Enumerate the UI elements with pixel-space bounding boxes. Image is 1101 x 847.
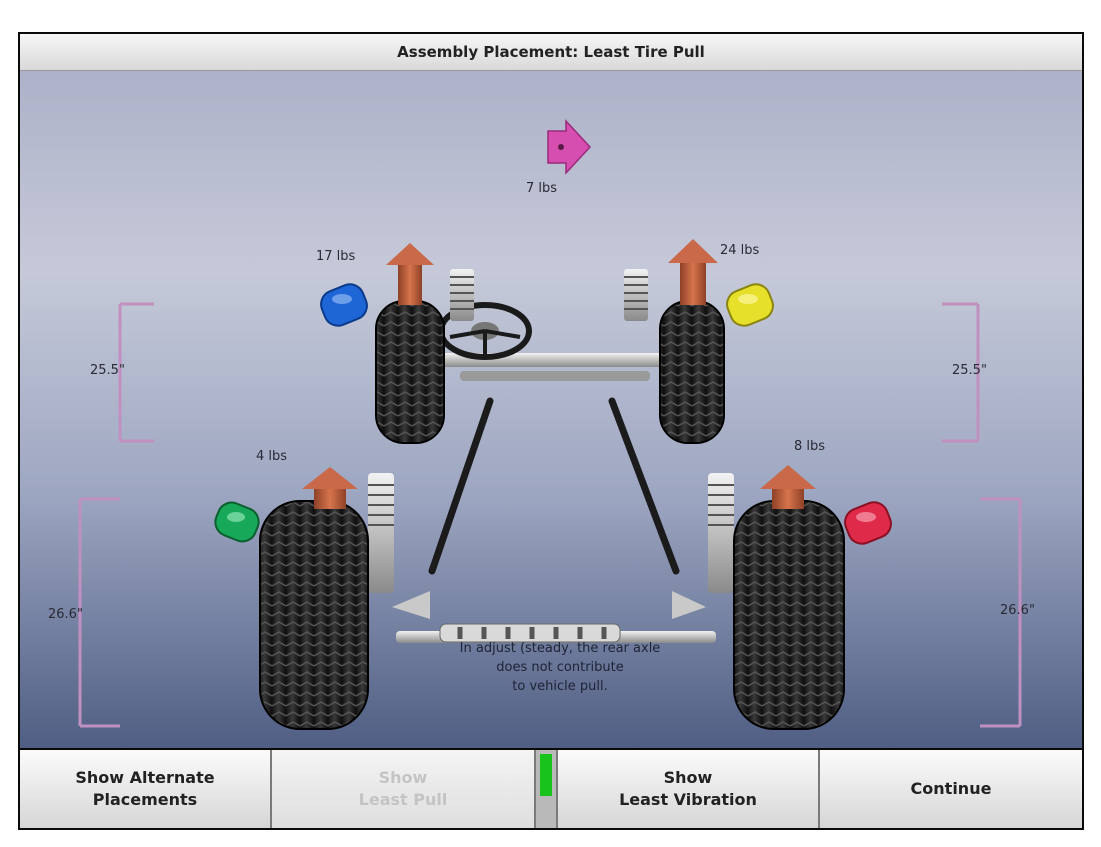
button-label: Show Alternate	[75, 768, 215, 787]
button-label: Least Vibration	[619, 790, 757, 809]
right-rear-pull-value: 8 lbs	[794, 439, 826, 454]
show-least-vibration-button[interactable]: Show Least Vibration	[558, 750, 820, 828]
button-bar: Show Alternate Placements Show Least Pul…	[20, 750, 1082, 828]
left-rear-pull-value: 4 lbs	[256, 449, 288, 464]
vehicle-pull-value: 7 lbs	[526, 181, 558, 196]
left-rear-badge-icon	[214, 501, 260, 543]
show-least-pull-button[interactable]: Show Least Pull	[272, 750, 536, 828]
front-left-spring	[450, 269, 474, 321]
right-front-pull-value: 24 lbs	[720, 243, 760, 258]
rear-left-diameter-value: 26.6"	[48, 607, 83, 622]
vehicle-scene: 7 lbs 17 lbs 24 lbs 4 lbs 8 lbs 25.5" 25…	[20, 71, 1082, 748]
front-lower-arm	[460, 371, 650, 381]
rear-left-pull-arrow	[302, 467, 358, 509]
rear-right-diameter-bracket	[980, 497, 1022, 728]
arrow-right-icon	[547, 119, 592, 175]
left-front-pull-value: 17 lbs	[316, 249, 356, 264]
rear-left-control-arm	[392, 591, 430, 619]
front-left-pull-arrow	[386, 243, 434, 305]
app-window: Assembly Placement: Least Tire Pull	[18, 32, 1084, 830]
front-left-diameter-bracket	[118, 302, 154, 443]
front-right-spring	[624, 269, 648, 321]
rear-right-control-arm	[672, 591, 706, 619]
front-right-diameter-value: 25.5"	[952, 363, 987, 378]
rear-sway-bar	[439, 623, 621, 643]
info-message-line: In adjust (steady, the rear axle	[459, 641, 661, 656]
front-right-tire	[659, 300, 725, 444]
button-label: Continue	[910, 779, 992, 798]
rear-left-diameter-bracket	[78, 497, 120, 728]
rear-left-tire	[259, 500, 369, 730]
right-front-badge-icon	[726, 283, 774, 327]
info-message-line: does not contribute	[496, 660, 624, 675]
button-label: Placements	[92, 790, 198, 809]
right-rear-badge-icon	[844, 501, 892, 545]
steering-linkage	[428, 397, 680, 575]
front-left-diameter-value: 25.5"	[90, 363, 125, 378]
info-message-line: to vehicle pull.	[512, 679, 608, 694]
rear-right-diameter-value: 26.6"	[1000, 603, 1035, 618]
page-title: Assembly Placement: Least Tire Pull	[20, 34, 1082, 71]
button-label: Least Pull	[358, 790, 448, 809]
rear-right-strut	[708, 473, 734, 593]
rear-right-tire	[733, 500, 845, 730]
front-right-pull-arrow	[668, 239, 718, 305]
left-front-badge-icon	[320, 283, 368, 327]
front-left-tire	[375, 300, 445, 444]
continue-button[interactable]: Continue	[820, 750, 1082, 828]
suspension-diagram	[78, 119, 1022, 730]
show-alternate-placements-button[interactable]: Show Alternate Placements	[20, 750, 272, 828]
button-label: Show	[663, 768, 713, 787]
info-message: In adjust (steady, the rear axle does no…	[380, 639, 740, 696]
front-right-diameter-bracket	[942, 302, 980, 443]
rear-left-strut	[368, 473, 394, 593]
gauge-fill	[540, 754, 552, 796]
rear-right-pull-arrow	[760, 465, 816, 509]
pull-level-gauge	[536, 750, 558, 828]
button-label: Show	[378, 768, 428, 787]
